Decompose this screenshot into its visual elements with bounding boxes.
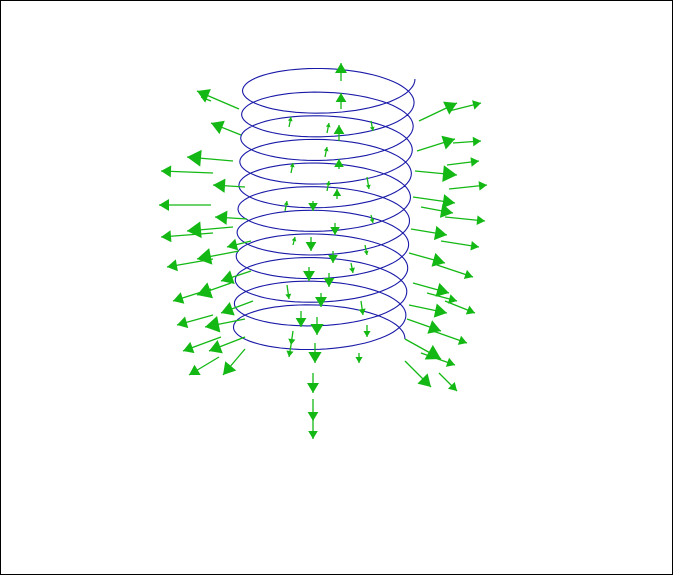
- field-arrow: [315, 293, 327, 307]
- field-arrow: [307, 399, 319, 421]
- field-arrow: [369, 120, 375, 132]
- field-arrow: [333, 125, 345, 141]
- field-arrow: [308, 419, 318, 439]
- field-arrow: [325, 122, 331, 134]
- field-arrow: [289, 162, 295, 174]
- field-arrow: [432, 330, 468, 345]
- field-arrow: [414, 165, 458, 183]
- coil-helix: [232, 67, 416, 351]
- field-arrow: [310, 317, 324, 335]
- field-arrow: [285, 284, 292, 300]
- field-arrow: [283, 200, 289, 212]
- field-arrow: [214, 210, 248, 225]
- field-arrow: [308, 201, 318, 211]
- field-arrow: [452, 136, 482, 147]
- field-arrow: [438, 372, 458, 392]
- field-arrow: [287, 116, 293, 128]
- field-arrow: [208, 336, 246, 354]
- field-arrow: [291, 236, 297, 246]
- field-arrow: [160, 165, 214, 178]
- field-arrow: [448, 181, 488, 191]
- field-arrow: [418, 101, 458, 122]
- field-arrow: [404, 360, 432, 388]
- field-arrow: [200, 95, 212, 103]
- field-arrow: [416, 135, 456, 152]
- field-arrow: [307, 373, 319, 393]
- field-arrow: [412, 194, 456, 209]
- field-arrow: [349, 262, 355, 274]
- field-arrow: [182, 336, 222, 354]
- field-arrow: [355, 353, 363, 363]
- field-arrow: [196, 89, 240, 110]
- field-arrow: [440, 240, 480, 251]
- field-arrow: [308, 343, 322, 363]
- magnetic-field-arrows: [159, 63, 488, 439]
- field-arrow: [420, 203, 454, 218]
- field-arrow: [220, 300, 254, 316]
- field-arrow: [420, 352, 456, 367]
- solenoid-coil: [232, 67, 416, 351]
- field-arrow: [323, 273, 335, 287]
- field-arrow: [222, 348, 246, 376]
- field-arrow: [436, 264, 474, 280]
- field-arrow: [286, 344, 294, 358]
- field-arrow: [369, 214, 375, 224]
- field-arrow: [335, 93, 347, 109]
- field-arrow: [426, 292, 458, 304]
- field-arrow: [210, 120, 242, 136]
- field-arrow: [328, 251, 338, 263]
- field-arrow: [412, 282, 450, 297]
- field-arrow: [323, 146, 329, 158]
- field-arrow: [204, 316, 246, 333]
- field-arrow: [404, 338, 442, 360]
- field-arrow: [408, 303, 448, 318]
- field-arrow: [172, 288, 212, 304]
- field-arrow: [186, 149, 234, 167]
- field-arrow: [288, 330, 296, 346]
- field-arrow: [220, 270, 252, 285]
- field-arrow: [444, 215, 486, 225]
- field-arrow: [448, 100, 482, 112]
- field-arrow: [408, 252, 446, 267]
- field-arrow: [325, 180, 331, 192]
- field-arrow: [159, 199, 211, 211]
- field-arrow: [358, 300, 366, 316]
- field-arrow: [196, 248, 240, 265]
- field-arrow: [330, 223, 340, 235]
- field-arrow: [365, 176, 371, 190]
- field-arrow: [303, 267, 315, 281]
- field-arrow: [444, 300, 476, 315]
- field-arrow: [166, 258, 214, 272]
- field-arrow: [305, 237, 317, 251]
- field-arrow: [406, 318, 442, 334]
- field-arrow: [334, 159, 344, 169]
- field-arrow: [335, 63, 347, 81]
- field-arrow: [226, 238, 252, 251]
- field-arrow: [196, 282, 232, 299]
- field-arrow: [176, 314, 214, 329]
- field-arrow: [332, 189, 342, 199]
- field-arrow: [363, 244, 369, 256]
- field-arrow: [212, 178, 246, 193]
- field-arrow: [446, 157, 480, 167]
- field-arrow: [160, 230, 214, 243]
- field-arrow: [295, 311, 307, 327]
- field-arrow: [410, 225, 448, 241]
- field-arrow: [363, 325, 371, 337]
- field-arrow: [188, 356, 220, 376]
